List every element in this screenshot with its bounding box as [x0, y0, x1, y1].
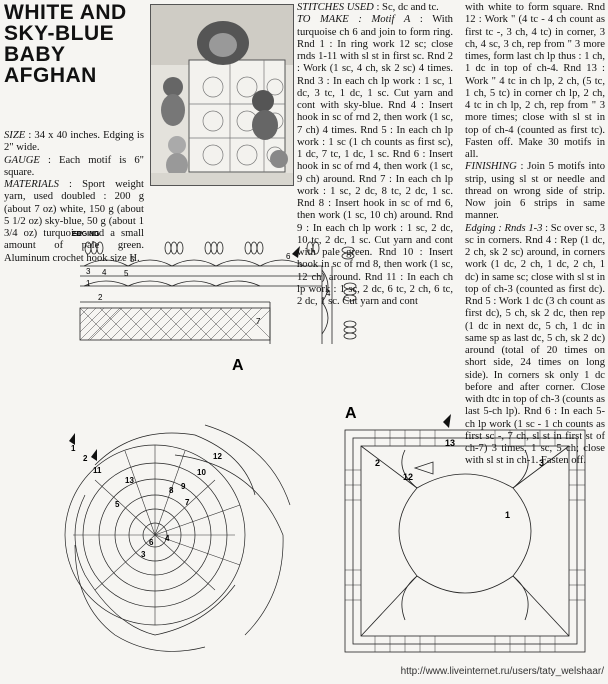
svg-text:3: 3	[539, 458, 544, 468]
edging-chart: EDGING	[72, 231, 357, 374]
specs-column: SIZE : 34 x 40 inches. Edging is 2" wide…	[4, 130, 144, 265]
svg-text:5: 5	[130, 255, 135, 264]
svg-text:4: 4	[165, 534, 170, 543]
spec-size: SIZE : 34 x 40 inches. Edging is 2" wide…	[4, 130, 144, 154]
start-arrow-icon	[292, 246, 300, 258]
edging-label: EDGING	[72, 231, 100, 238]
instructions-column-1: STITCHES USED : Sc, dc and tc. TO MAKE :…	[297, 2, 453, 308]
edging-picot-row	[84, 241, 357, 340]
start-arrow-icon	[69, 433, 75, 445]
svg-text:3: 3	[141, 550, 146, 559]
svg-text:7: 7	[185, 498, 190, 507]
svg-text:8: 8	[169, 486, 174, 495]
svg-text:1: 1	[86, 279, 91, 288]
svg-text:5: 5	[115, 500, 120, 509]
motif-a-continued: with white to form square. Rnd 12 : Work…	[465, 2, 605, 160]
motif-round-diagram: 1 2 3 4 5 6 7 8 9 10 11 12 13	[64, 424, 291, 652]
diagram-label-a-square: A	[345, 405, 357, 422]
stitches-used: STITCHES USED : Sc, dc and tc.	[297, 2, 439, 13]
start-arrow-icon	[443, 414, 451, 428]
pattern-title: WHITE AND SKY-BLUE BABY AFGHAN	[4, 1, 127, 87]
svg-text:6: 6	[149, 538, 154, 547]
svg-text:2: 2	[83, 454, 88, 463]
svg-text:1: 1	[505, 510, 510, 520]
diagram-label-a: A	[232, 357, 244, 374]
svg-text:4: 4	[326, 289, 331, 298]
svg-text:9: 9	[181, 482, 186, 491]
svg-text:11: 11	[93, 466, 102, 475]
instructions-column-2: with white to form square. Rnd 12 : Work…	[465, 2, 605, 468]
svg-text:2: 2	[375, 458, 380, 468]
edging-instructions: Edging : Rnds 1-3 : Sc over sc, 3 sc in …	[465, 222, 606, 467]
svg-text:2: 2	[98, 293, 103, 302]
svg-text:13: 13	[125, 476, 134, 485]
svg-text:3: 3	[86, 267, 91, 276]
svg-text:12: 12	[403, 472, 413, 482]
finishing-instructions: FINISHING : Join 5 motifs into strip, us…	[465, 161, 605, 222]
spec-gauge: GAUGE : Each motif is 6" square.	[4, 154, 144, 178]
svg-text:12: 12	[213, 452, 222, 461]
svg-text:5: 5	[124, 269, 129, 278]
svg-text:6: 6	[286, 252, 291, 261]
spec-materials: MATERIALS : Sport weight yarn, used doub…	[4, 179, 144, 264]
motif-square-diagram: A 1 2 3 12 13	[344, 405, 586, 653]
svg-text:10: 10	[197, 468, 206, 477]
svg-text:1: 1	[71, 444, 76, 453]
svg-text:4: 4	[102, 268, 107, 277]
afghan-photo	[150, 4, 294, 186]
motif-a-instructions: TO MAKE : Motif A : With turquoise ch 6 …	[297, 14, 453, 307]
source-url[interactable]: http://www.liveinternet.ru/users/taty_we…	[400, 666, 604, 677]
svg-text:7: 7	[256, 317, 261, 326]
svg-text:13: 13	[445, 438, 455, 448]
